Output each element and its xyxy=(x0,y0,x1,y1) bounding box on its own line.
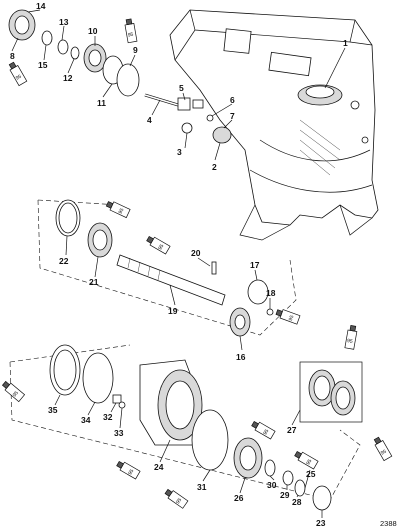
callout-1: 1 xyxy=(343,38,348,48)
callout-23: 23 xyxy=(316,518,326,528)
callout-22: 22 xyxy=(59,256,69,266)
callout-18: 18 xyxy=(266,288,276,298)
seal-inset xyxy=(299,361,363,423)
seal-group-top xyxy=(8,9,140,97)
callout-29: 29 xyxy=(280,490,290,500)
drawing-number: 2388 xyxy=(380,519,397,528)
prop-shaft-assembly xyxy=(55,199,274,337)
callout-5: 5 xyxy=(179,83,184,93)
svg-text:95: 95 xyxy=(15,74,23,82)
callout-6: 6 xyxy=(230,95,235,105)
svg-text:95: 95 xyxy=(288,314,296,321)
svg-text:95: 95 xyxy=(262,428,270,436)
callout-16: 16 xyxy=(236,352,246,362)
callout-8: 8 xyxy=(10,51,15,61)
callout-27: 27 xyxy=(287,425,297,435)
svg-text:95: 95 xyxy=(127,32,134,39)
sealant-tubes: 95 95 95 95 95 95 95 95 xyxy=(1,18,393,509)
svg-text:95: 95 xyxy=(380,449,388,457)
leader-lines xyxy=(11,9,346,518)
svg-text:95: 95 xyxy=(127,468,135,476)
callout-7: 7 xyxy=(230,111,235,121)
callout-10: 10 xyxy=(88,26,98,36)
callout-33: 33 xyxy=(114,428,124,438)
callout-31: 31 xyxy=(197,482,207,492)
svg-text:95: 95 xyxy=(305,458,313,466)
callout-12: 12 xyxy=(63,73,73,83)
svg-text:95: 95 xyxy=(347,338,354,345)
callout-2: 2 xyxy=(212,162,217,172)
svg-text:95: 95 xyxy=(12,390,20,398)
group-box-middle xyxy=(37,199,297,336)
callout-24: 24 xyxy=(154,462,164,472)
callout-35: 35 xyxy=(48,405,58,415)
svg-text:95: 95 xyxy=(157,243,165,251)
callout-14: 14 xyxy=(36,1,46,11)
callout-11: 11 xyxy=(97,98,106,108)
svg-text:95: 95 xyxy=(118,207,126,215)
callout-28: 28 xyxy=(292,497,302,507)
callout-26: 26 xyxy=(234,493,244,503)
callout-19: 19 xyxy=(168,306,178,316)
svg-text:95: 95 xyxy=(175,497,183,505)
callout-30: 30 xyxy=(267,480,277,490)
gear-housing xyxy=(169,9,379,241)
callout-9: 9 xyxy=(133,45,138,55)
callout-4: 4 xyxy=(147,115,152,125)
callouts: 1 2 3 4 5 6 7 8 9 10 11 12 13 14 15 16 1… xyxy=(10,1,348,528)
callout-13: 13 xyxy=(59,17,69,27)
callout-32: 32 xyxy=(103,412,113,422)
callout-21: 21 xyxy=(89,277,99,287)
callout-20: 20 xyxy=(191,248,201,258)
shift-parts xyxy=(144,93,232,144)
callout-15: 15 xyxy=(38,60,48,70)
callout-17: 17 xyxy=(250,260,260,270)
callout-34: 34 xyxy=(81,415,91,425)
bearing-carrier-assembly xyxy=(49,344,332,511)
callout-3: 3 xyxy=(177,147,182,157)
callout-25: 25 xyxy=(306,469,316,479)
